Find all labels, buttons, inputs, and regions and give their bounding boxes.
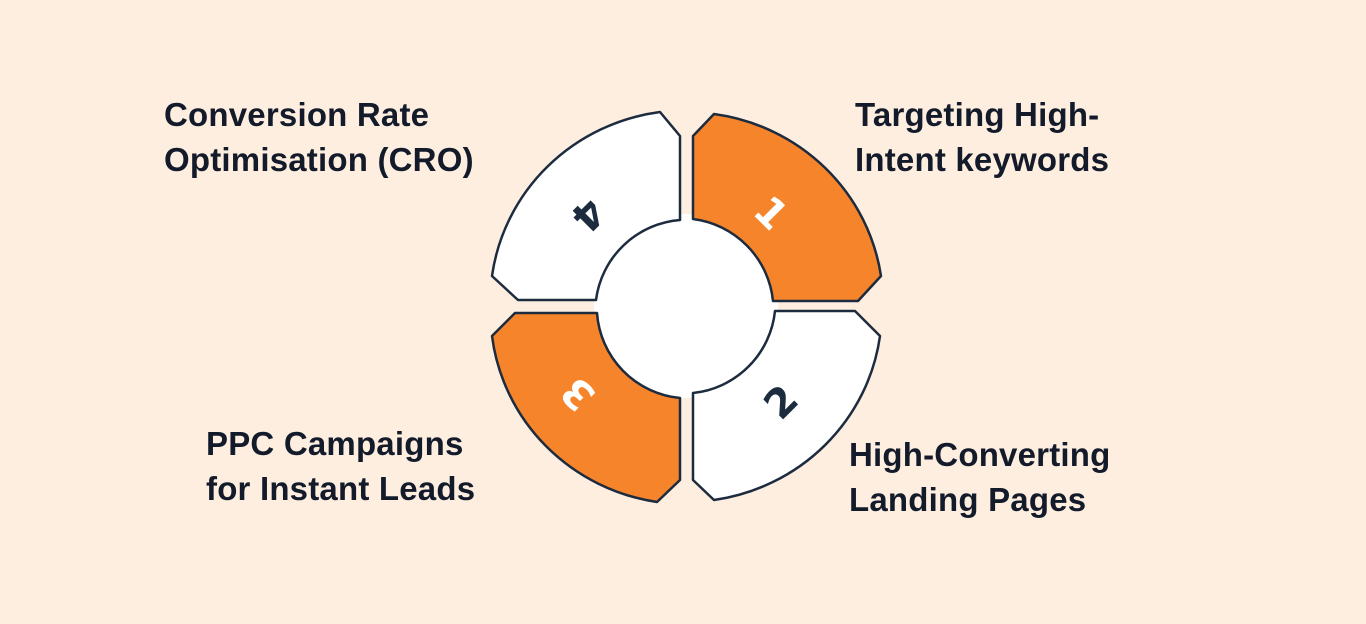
step-4-label-line-2: Optimisation (CRO) [164,141,474,178]
segment-2: 2 [691,309,882,502]
step-3-label: PPC Campaigns for Instant Leads [206,421,475,511]
step-4-label-line-1: Conversion Rate [164,96,430,133]
center-hub [594,214,778,398]
step-3-label-line-2: for Instant Leads [206,470,476,507]
step-2-label-line-1: High-Converting [849,436,1111,473]
step-4-label: Conversion Rate Optimisation (CRO) [164,92,474,182]
segment-1: 1 [691,112,883,303]
segment-3: 3 [490,311,682,504]
step-2-label-line-2: Landing Pages [849,481,1087,518]
step-3-label-line-1: PPC Campaigns [206,425,464,462]
step-1-label: Targeting High- Intent keywords [855,92,1109,182]
step-1-label-line-1: Targeting High- [855,96,1100,133]
step-2-label: High-Converting Landing Pages [849,432,1110,522]
segment-4: 4 [490,110,682,302]
step-1-label-line-2: Intent keywords [855,141,1110,178]
